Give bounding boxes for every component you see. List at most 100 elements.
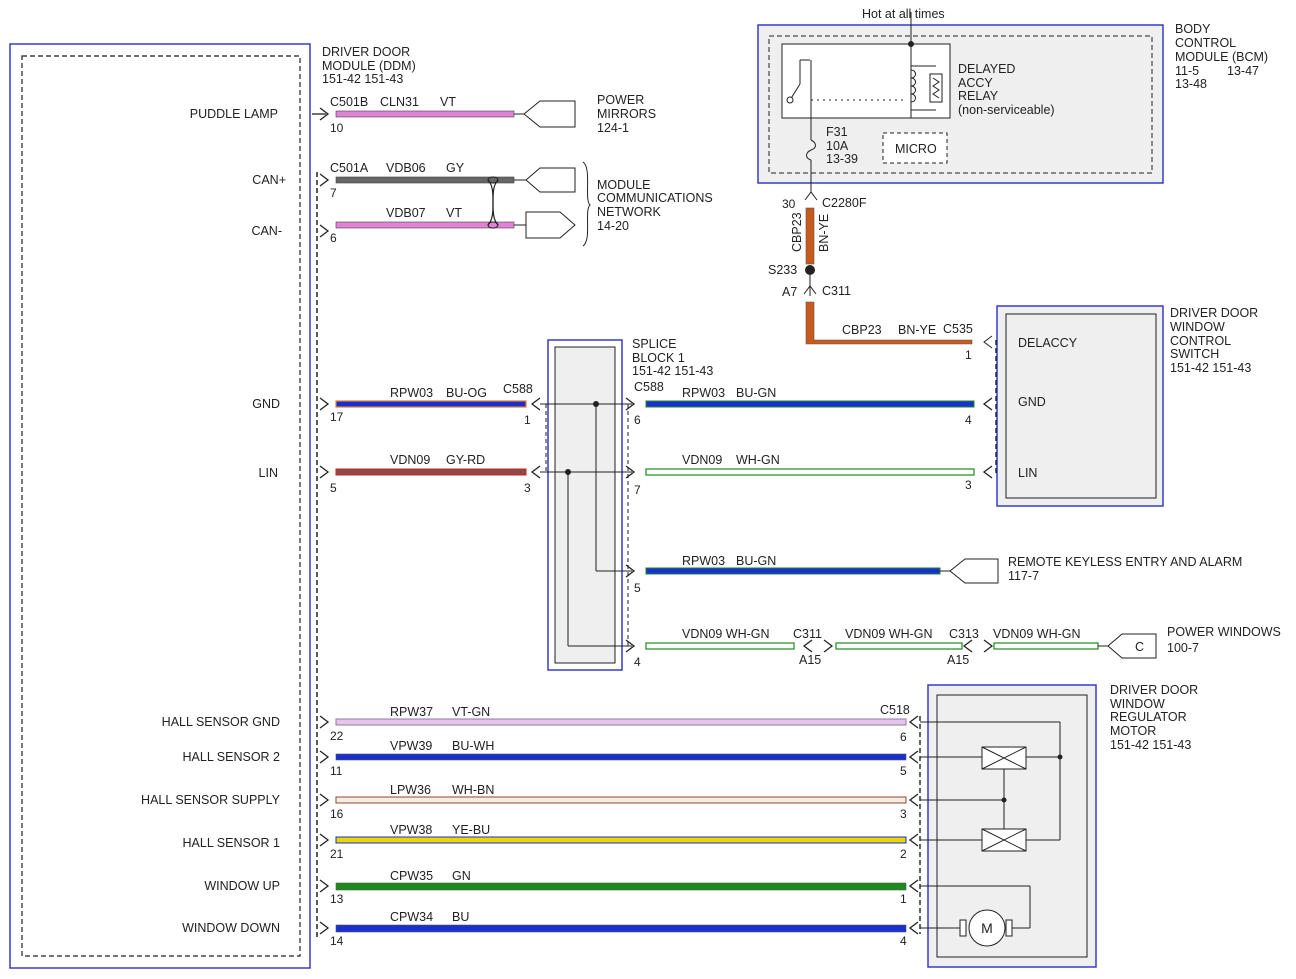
pin-label-can-minus: CAN- bbox=[251, 224, 282, 238]
svg-text:S233: S233 bbox=[768, 263, 797, 277]
svg-text:2: 2 bbox=[900, 847, 907, 861]
svg-text:VPW38: VPW38 bbox=[390, 823, 432, 837]
pin-label-gnd: GND bbox=[252, 397, 280, 411]
svg-text:16: 16 bbox=[330, 807, 344, 821]
svg-text:RPW03: RPW03 bbox=[682, 554, 725, 568]
svg-text:30: 30 bbox=[782, 197, 796, 211]
svg-text:CPW35: CPW35 bbox=[390, 869, 433, 883]
svg-text:VPW39: VPW39 bbox=[390, 739, 432, 753]
pin-label-puddle-lamp: PUDDLE LAMP bbox=[190, 107, 278, 121]
svg-text:117-7: 117-7 bbox=[1008, 569, 1039, 583]
pin-label-hall-sensor-1: HALL SENSOR 1 bbox=[183, 836, 281, 850]
svg-text:DRIVER DOOR: DRIVER DOOR bbox=[1170, 306, 1258, 320]
svg-text:C: C bbox=[1135, 640, 1144, 654]
svg-text:10A: 10A bbox=[826, 139, 849, 153]
svg-text:VDN09: VDN09 bbox=[682, 453, 722, 467]
svg-text:POWER WINDOWS: POWER WINDOWS bbox=[1167, 625, 1281, 639]
svg-text:MODULE: MODULE bbox=[597, 178, 650, 192]
svg-text:C311: C311 bbox=[822, 284, 851, 298]
svg-text:BODY: BODY bbox=[1175, 22, 1211, 36]
svg-text:13: 13 bbox=[330, 892, 344, 906]
svg-text:151-42 151-43: 151-42 151-43 bbox=[322, 72, 403, 86]
svg-text:F31: F31 bbox=[826, 125, 848, 139]
svg-text:C2280F: C2280F bbox=[822, 196, 867, 210]
power-mirrors-label: POWER MIRRORS 124-1 bbox=[597, 93, 656, 135]
svg-text:WH-GN: WH-GN bbox=[736, 453, 780, 467]
wire-power-windows: C VDN09 WH-GN C311 A15 VDN09 WH-GN C313 … bbox=[625, 627, 1157, 669]
hot-at-all-times: Hot at all times bbox=[862, 7, 945, 21]
wire-rpw37: RPW37 VT-GN C518 22 6 bbox=[319, 703, 919, 744]
svg-text:VT-GN: VT-GN bbox=[452, 705, 490, 719]
regulator-motor-module: M bbox=[919, 684, 1097, 968]
svg-text:11: 11 bbox=[330, 764, 343, 778]
window-switch-module: DELACCY GND LIN bbox=[995, 305, 1164, 507]
svg-text:MIRRORS: MIRRORS bbox=[597, 107, 656, 121]
ddm-pin-labels: PUDDLE LAMP CAN+ CAN- GND LIN HALL SENSO… bbox=[141, 107, 286, 935]
svg-text:GN: GN bbox=[452, 869, 471, 883]
svg-text:17: 17 bbox=[330, 410, 344, 424]
rke-label: REMOTE KEYLESS ENTRY AND ALARM 117-7 bbox=[1008, 555, 1242, 583]
svg-text:1: 1 bbox=[965, 348, 972, 362]
regulator-motor-title: DRIVER DOOR WINDOW REGULATOR MOTOR 151-4… bbox=[1110, 683, 1198, 752]
window-switch-title: DRIVER DOOR WINDOW CONTROL SWITCH 151-42… bbox=[1170, 306, 1258, 375]
svg-text:C313: C313 bbox=[949, 627, 979, 641]
svg-text:MOTOR: MOTOR bbox=[1110, 724, 1156, 738]
svg-text:10: 10 bbox=[330, 121, 344, 135]
svg-text:1: 1 bbox=[900, 892, 907, 906]
svg-text:13-47: 13-47 bbox=[1227, 64, 1259, 78]
svg-text:WH-BN: WH-BN bbox=[452, 783, 494, 797]
svg-text:VT: VT bbox=[440, 95, 456, 109]
svg-text:BN-YE: BN-YE bbox=[817, 214, 831, 252]
svg-text:DRIVER DOOR: DRIVER DOOR bbox=[322, 45, 410, 59]
svg-text:M: M bbox=[981, 920, 993, 936]
svg-text:VT: VT bbox=[446, 206, 462, 220]
splice-block-title: SPLICE BLOCK 1 151-42 151-43 bbox=[632, 337, 713, 378]
svg-text:WINDOW: WINDOW bbox=[1170, 320, 1225, 334]
splice-block bbox=[540, 339, 632, 671]
svg-text:6: 6 bbox=[900, 730, 907, 744]
svg-text:3: 3 bbox=[900, 807, 907, 821]
svg-text:LPW36: LPW36 bbox=[390, 783, 431, 797]
svg-text:124-1: 124-1 bbox=[597, 121, 629, 135]
wire-cpw34: CPW34 BU 14 4 bbox=[319, 910, 919, 948]
svg-text:C518: C518 bbox=[880, 703, 910, 717]
svg-text:DELACCY: DELACCY bbox=[1018, 336, 1078, 350]
ddm-title: DRIVER DOOR MODULE (DDM) 151-42 151-43 bbox=[322, 45, 416, 86]
wire-can: C501A VDB06 GY 7 VDB07 VT 6 bbox=[319, 161, 591, 247]
svg-text:22: 22 bbox=[330, 729, 344, 743]
wire-vpw39: VPW39 BU-WH 11 5 bbox=[319, 739, 919, 778]
svg-text:WINDOW: WINDOW bbox=[1110, 697, 1165, 711]
svg-text:CONTROL: CONTROL bbox=[1170, 334, 1231, 348]
svg-text:POWER: POWER bbox=[597, 93, 644, 107]
svg-text:C501B: C501B bbox=[330, 95, 368, 109]
ddm-module bbox=[9, 43, 318, 969]
svg-text:C588: C588 bbox=[503, 382, 533, 396]
svg-text:4: 4 bbox=[965, 413, 972, 427]
svg-text:DELAYED: DELAYED bbox=[958, 62, 1015, 76]
svg-text:4: 4 bbox=[634, 655, 641, 669]
svg-text:BN-YE: BN-YE bbox=[898, 323, 936, 337]
svg-text:VDN09 WH-GN: VDN09 WH-GN bbox=[845, 627, 933, 641]
svg-text:14-20: 14-20 bbox=[597, 219, 629, 233]
svg-text:VDN09 WH-GN: VDN09 WH-GN bbox=[682, 627, 770, 641]
svg-text:COMMUNICATIONS: COMMUNICATIONS bbox=[597, 191, 713, 205]
svg-text:RPW03: RPW03 bbox=[682, 386, 725, 400]
svg-text:CBP23: CBP23 bbox=[790, 212, 804, 252]
svg-text:5: 5 bbox=[900, 764, 907, 778]
svg-text:BU: BU bbox=[452, 910, 469, 924]
bcm-title: BODY CONTROL MODULE (BCM) 11-5 13-47 13-… bbox=[1175, 22, 1268, 91]
power-windows-label: POWER WINDOWS 100-7 bbox=[1167, 625, 1281, 655]
svg-text:4: 4 bbox=[900, 934, 907, 948]
svg-text:CBP23: CBP23 bbox=[842, 323, 882, 337]
wire-lpw36: LPW36 WH-BN 16 3 bbox=[319, 783, 919, 821]
svg-text:VDN09 WH-GN: VDN09 WH-GN bbox=[993, 627, 1081, 641]
svg-text:A7: A7 bbox=[782, 285, 797, 299]
svg-text:BLOCK 1: BLOCK 1 bbox=[632, 351, 685, 365]
svg-text:100-7: 100-7 bbox=[1167, 641, 1199, 655]
svg-text:151-42 151-43: 151-42 151-43 bbox=[1110, 738, 1191, 752]
svg-text:CLN31: CLN31 bbox=[380, 95, 419, 109]
wire-gnd-left: RPW03 BU-OG C588 17 1 bbox=[319, 382, 541, 427]
svg-text:13-39: 13-39 bbox=[826, 152, 858, 166]
svg-text:13-48: 13-48 bbox=[1175, 77, 1207, 91]
